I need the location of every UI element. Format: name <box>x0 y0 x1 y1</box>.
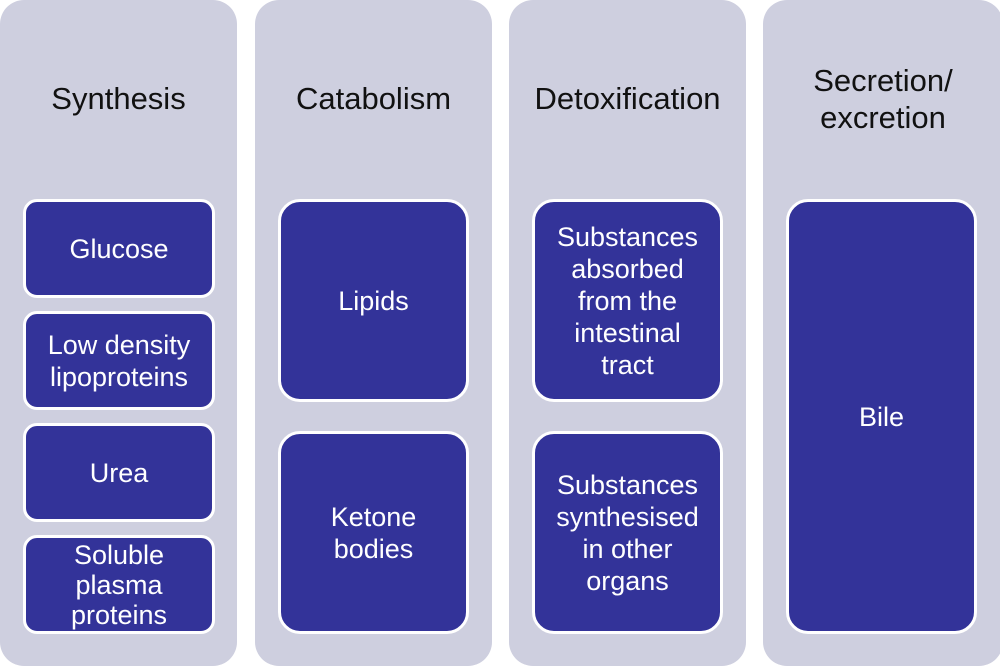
item-label: Ketone bodies <box>330 501 417 564</box>
item-soluble-plasma-proteins: Soluble plasma proteins <box>23 535 215 634</box>
item-substances-absorbed: Substances absorbed from the intestinal … <box>532 199 723 402</box>
item-label: Substances absorbed from the intestinal … <box>556 221 699 380</box>
item-bile: Bile <box>786 199 977 634</box>
column-detoxification: Detoxification Substances absorbed from … <box>509 0 746 666</box>
column-title: Detoxification <box>534 81 721 116</box>
item-label: Glucose <box>69 233 169 264</box>
item-label: Lipids <box>338 285 409 316</box>
column-catabolism: Catabolism Lipids Ketone bodies <box>255 0 492 666</box>
column-secretion-excretion: Secretion/ excretion Bile <box>763 0 1000 666</box>
column-title: Synthesis <box>51 81 186 116</box>
item-glucose: Glucose <box>23 199 215 298</box>
item-label: Low density lipoproteins <box>47 329 191 392</box>
item-lipids: Lipids <box>278 199 469 402</box>
column-title: Catabolism <box>295 81 452 116</box>
item-label: Bile <box>858 401 905 432</box>
column-title: Secretion/ excretion <box>813 63 953 135</box>
item-label: Urea <box>89 457 149 488</box>
item-label: Soluble plasma proteins <box>70 539 168 630</box>
item-label: Substances synthesised in other organs <box>556 469 699 596</box>
item-low-density-lipoproteins: Low density lipoproteins <box>23 311 215 410</box>
item-ketone-bodies: Ketone bodies <box>278 431 469 634</box>
column-synthesis: Synthesis Glucose Low density lipoprotei… <box>0 0 237 666</box>
item-urea: Urea <box>23 423 215 522</box>
item-substances-synthesised: Substances synthesised in other organs <box>532 431 723 634</box>
